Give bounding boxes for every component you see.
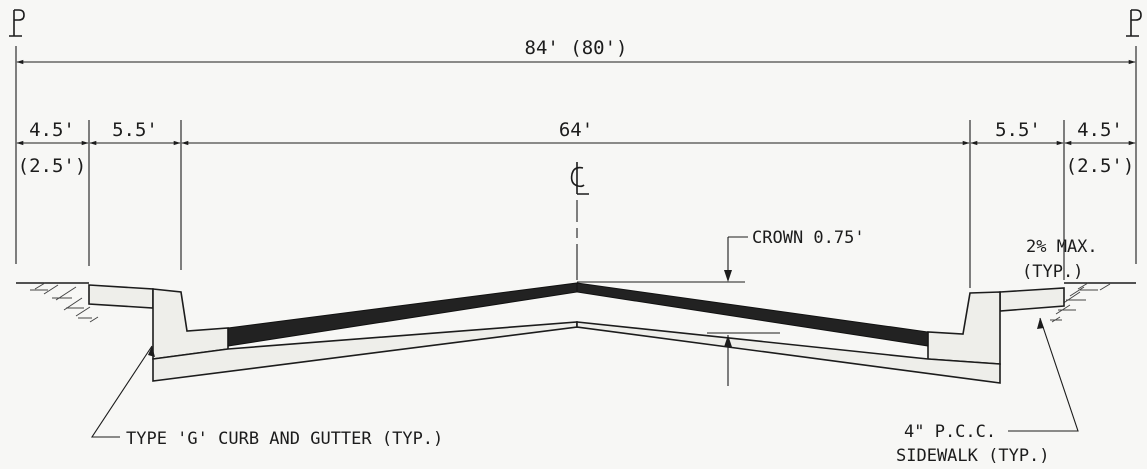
crown-arrow-top bbox=[724, 270, 732, 282]
sidewalk-leader-arrow bbox=[1037, 318, 1044, 329]
centerline-symbol: CL bbox=[570, 162, 589, 195]
slope-label-line1: 2% MAX. bbox=[1026, 237, 1098, 257]
right-sidewalk-alt-dimension-label: (2.5') bbox=[1066, 155, 1135, 177]
sidewalk-leader-line bbox=[1008, 317, 1079, 432]
roadway-dimension-label: 64' bbox=[559, 119, 593, 141]
crown-leader-line bbox=[727, 236, 748, 280]
right-ground-hatch bbox=[1050, 282, 1111, 323]
left-property-line-symbol: PL bbox=[9, 9, 25, 37]
right-sidewalk-dimension-label: 4.5' bbox=[1077, 119, 1123, 141]
curb-leader-line bbox=[90, 345, 153, 438]
left-sidewalk-alt-dimension-label: (2.5') bbox=[18, 155, 87, 177]
left-ground-hatch bbox=[30, 282, 99, 323]
curb-gutter-label: TYPE 'G' CURB AND GUTTER (TYP.) bbox=[126, 429, 443, 449]
right-curb-and-gutter bbox=[927, 291, 1001, 365]
right-property-line-symbol: PL bbox=[1126, 9, 1142, 37]
sidewalk-label-line2: SIDEWALK (TYP.) bbox=[896, 446, 1050, 466]
right-asphalt-pavement bbox=[576, 282, 929, 347]
left-curb-and-gutter bbox=[152, 288, 229, 360]
left-sidewalk-slab bbox=[88, 284, 154, 309]
sidewalk-label-line1: 4" P.C.C. bbox=[904, 422, 996, 442]
overall-dimension-label: 84' (80') bbox=[525, 37, 628, 59]
right-sidewalk-slab bbox=[999, 287, 1065, 312]
left-parkway-dimension-label: 5.5' bbox=[112, 119, 158, 141]
left-sidewalk-dimension-label: 4.5' bbox=[29, 119, 75, 141]
right-base-course bbox=[576, 321, 1001, 384]
crown-arrow-bottom bbox=[724, 335, 732, 347]
crown-label: CROWN 0.75' bbox=[752, 228, 865, 248]
curb-leader-arrow bbox=[148, 346, 155, 357]
right-parkway-dimension-label: 5.5' bbox=[995, 119, 1041, 141]
slope-label-line2: (TYP.) bbox=[1022, 262, 1083, 282]
